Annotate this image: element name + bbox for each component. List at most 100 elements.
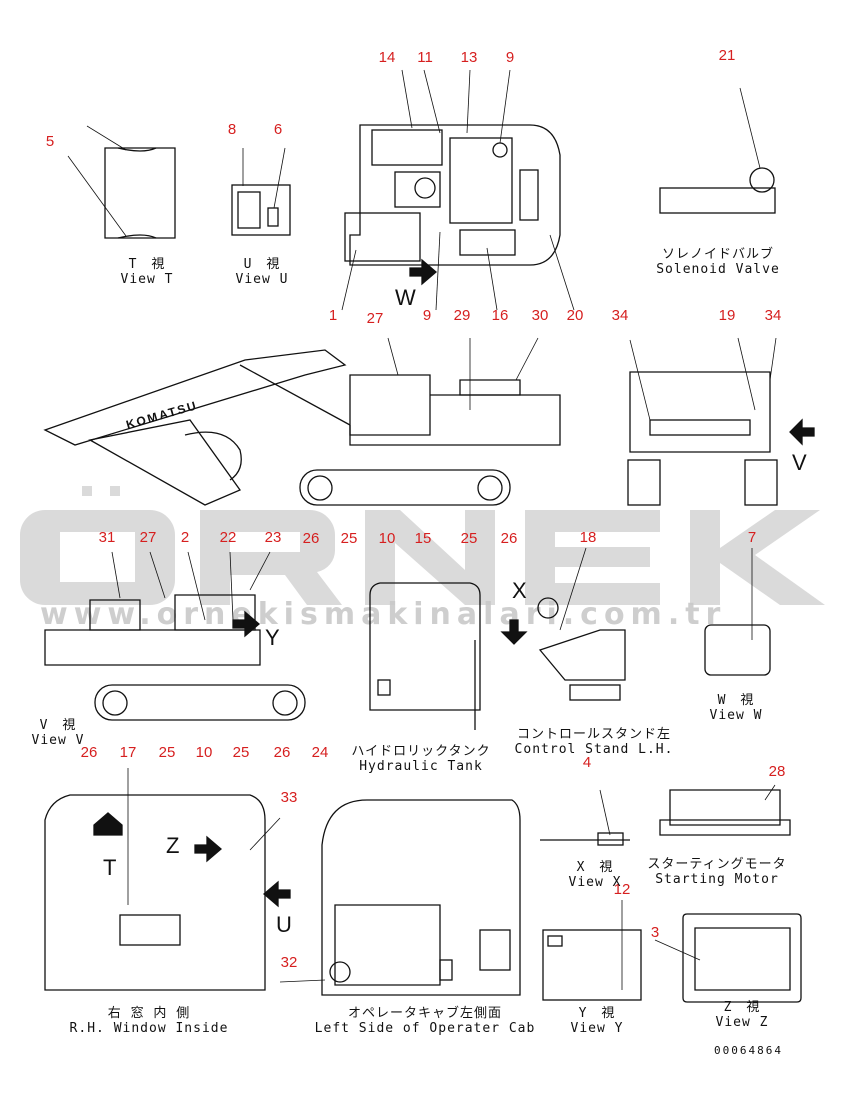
caption-en: Hydraulic Tank (359, 759, 483, 774)
callout-number: 13 (460, 49, 478, 66)
callout-number: 23 (264, 529, 282, 546)
rh-window-drawing (44, 768, 291, 991)
view-letter-t: T (103, 855, 117, 880)
callout-number: 10 (195, 744, 213, 761)
caption-en: Left Side of Operater Cab (314, 1021, 536, 1036)
view-letter-z: Z (166, 833, 180, 858)
callout-number: 20 (566, 307, 584, 324)
callout-number: 18 (579, 529, 597, 546)
caption-en: View X (568, 875, 622, 890)
caption-view-v: V 視 View V (32, 718, 85, 748)
callout-number: 26 (80, 744, 98, 761)
solenoid-valve-drawing (659, 87, 776, 214)
callout-number: 2 (180, 529, 190, 546)
callout-number: 6 (273, 121, 283, 138)
callout-number: 27 (366, 310, 384, 327)
caption-view-z: Z 視 View Z (716, 1000, 769, 1030)
callout-number: 25 (460, 530, 478, 547)
caption-jp: T 視 (128, 257, 166, 272)
callout-number: 26 (273, 744, 291, 761)
callout-number: 27 (139, 529, 157, 546)
view-letter-v: V (792, 450, 807, 475)
callout-number: 8 (227, 121, 237, 138)
caption-jp: ハイドロリックタンク (351, 744, 491, 759)
caption-view-y: Y 視 View Y (571, 1006, 624, 1036)
callout-number: 19 (718, 307, 736, 324)
rear-view-drawing (627, 337, 815, 506)
caption-jp: U 視 (243, 257, 281, 272)
callout-number: 22 (219, 529, 237, 546)
control-stand-drawing (500, 547, 626, 701)
callout-number: 9 (505, 49, 515, 66)
caption-view-u: U 視 View U (236, 257, 289, 287)
caption-jp: Z 視 (723, 1000, 761, 1015)
callout-number: 12 (613, 881, 631, 898)
caption-jp: Y 視 (578, 1006, 616, 1021)
view-t-drawing (67, 125, 176, 239)
callout-number: 15 (414, 530, 432, 547)
callout-number: 5 (45, 133, 55, 150)
callout-number: 34 (764, 307, 782, 324)
caption-en: Starting Motor (655, 872, 779, 887)
caption-jp: ソレノイドバルブ (661, 247, 775, 262)
caption-jp: W 視 (717, 693, 755, 708)
excavator-side-drawing (43, 337, 561, 506)
starting-motor-drawing (659, 784, 791, 836)
callout-number: 25 (232, 744, 250, 761)
caption-en: View W (709, 708, 763, 723)
callout-number: 3 (650, 924, 660, 941)
callout-number: 25 (340, 530, 358, 547)
view-letter-y: Y (265, 625, 280, 650)
document-number: 00064864 (714, 1044, 783, 1057)
callout-number: 24 (311, 744, 329, 761)
callout-number: 30 (531, 307, 549, 324)
callout-number: 21 (718, 47, 736, 64)
callout-number: 16 (491, 307, 509, 324)
callout-number: 34 (611, 307, 629, 324)
view-w-drawing (704, 548, 771, 676)
caption-en: View Z (715, 1015, 769, 1030)
view-u-drawing (231, 147, 291, 236)
callout-number: 4 (582, 754, 592, 771)
callout-number: 29 (453, 307, 471, 324)
left-cab-drawing (279, 799, 521, 996)
caption-left-cab: オペレータキャブ左側面 Left Side of Operater Cab (315, 1006, 536, 1036)
hydraulic-tank-drawing (369, 582, 481, 730)
caption-control: コントロールスタンド左 Control Stand L.H. (515, 727, 674, 757)
view-y-drawing (542, 900, 642, 1001)
callout-number: 10 (378, 530, 396, 547)
caption-en: View V (31, 733, 85, 748)
caption-en: Control Stand L.H. (514, 742, 674, 757)
caption-view-w: W 視 View W (710, 693, 763, 723)
callout-number: 33 (280, 789, 298, 806)
caption-hydraulic: ハイドロリックタンク Hydraulic Tank (351, 744, 490, 774)
view-letter-w: W (395, 285, 416, 310)
callout-number: 32 (280, 954, 298, 971)
callout-number: 26 (500, 530, 518, 547)
callout-number: 17 (119, 744, 137, 761)
callout-number: 26 (302, 530, 320, 547)
view-x-drawing (540, 789, 630, 846)
caption-solenoid: ソレノイドバルブ Solenoid Valve (656, 247, 780, 277)
caption-en: View Y (570, 1021, 624, 1036)
caption-jp: コントロールスタンド左 (516, 727, 672, 742)
view-v-drawing (44, 551, 306, 721)
view-letter-x: X (512, 578, 527, 603)
top-view-drawing (341, 69, 575, 311)
callout-number: 31 (98, 529, 116, 546)
callout-number: 9 (422, 307, 432, 324)
caption-en: Solenoid Valve (656, 262, 780, 277)
caption-jp: V 視 (39, 718, 77, 733)
caption-jp: オペレータキャブ左側面 (347, 1006, 503, 1021)
view-letter-u: U (276, 912, 292, 937)
callout-number: 1 (328, 307, 338, 324)
caption-starting: スターティングモータ Starting Motor (647, 857, 786, 887)
callout-number: 25 (158, 744, 176, 761)
view-z-drawing (654, 913, 802, 1003)
caption-en: View T (120, 272, 174, 287)
callout-number: 28 (768, 763, 786, 780)
caption-rh-window: 右 窓 内 側 R.H. Window Inside (70, 1006, 229, 1036)
caption-en: View U (235, 272, 289, 287)
